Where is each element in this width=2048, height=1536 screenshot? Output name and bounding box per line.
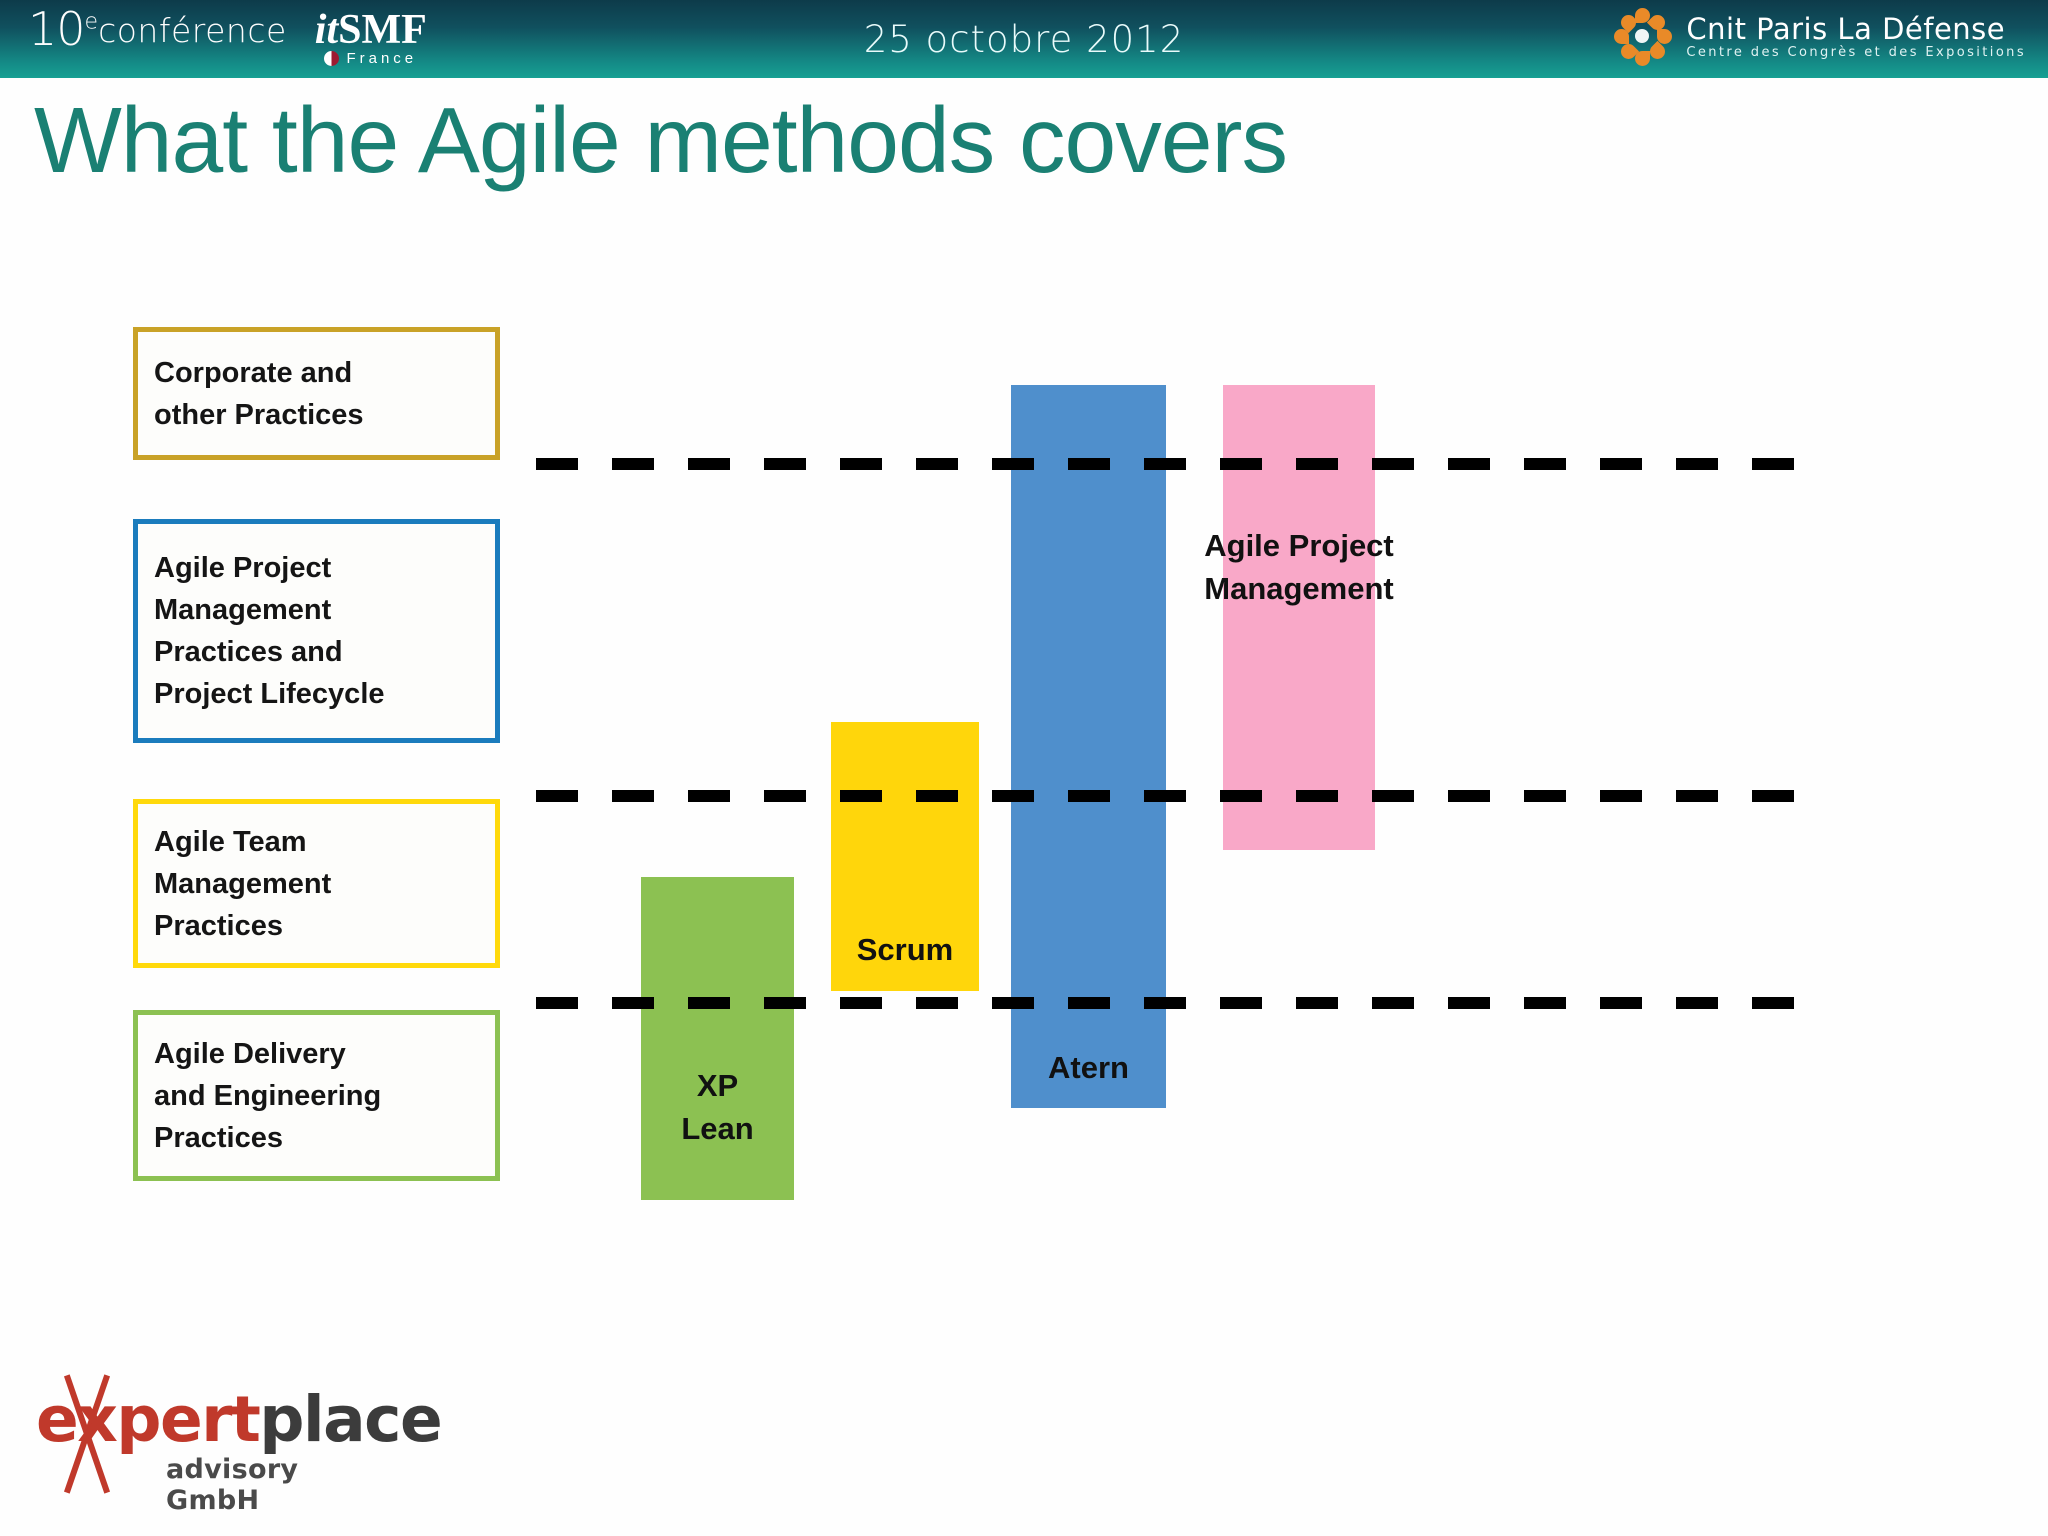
legend-box-agile-team-management: Agile Team Management Practices <box>133 799 500 968</box>
conference-ordinal: e <box>84 9 99 35</box>
slide-header-band: 10e conférence itSMF France 25 octobre 2… <box>0 0 2048 78</box>
itsmf-smf: SMF <box>338 7 427 53</box>
conference-number-value: 10 <box>28 2 86 56</box>
logo-part2: xpert <box>77 1383 261 1456</box>
legend-box-label: Corporate and other Practices <box>154 356 364 431</box>
legend-box-agile-project-management: Agile Project Management Practices and P… <box>133 519 500 743</box>
logo-wordmark: expertplace <box>36 1383 443 1456</box>
layer-divider-line-2 <box>536 790 1820 802</box>
itsmf-dot-icon <box>324 51 340 66</box>
bar-label: XP Lean <box>681 1068 754 1146</box>
venue-subtitle: Centre des Congrès et des Expositions <box>1686 45 2026 60</box>
bar-agile-project-management: Agile Project Management <box>1204 385 1394 850</box>
conference-number: 10e <box>28 6 99 52</box>
itsmf-country-label: France <box>346 50 418 67</box>
conference-branding: 10e conférence itSMF France <box>28 6 427 68</box>
legend-box-label: Agile Project Management Practices and P… <box>154 552 385 710</box>
legend-box-label: Agile Delivery and Engineering Practices <box>154 1037 382 1154</box>
itsmf-it: it <box>314 7 339 53</box>
layer-divider-line-3 <box>536 997 1820 1009</box>
cnit-flower-icon <box>1614 8 1673 66</box>
bar-xp-lean: XP Lean <box>641 877 794 1200</box>
legend-box-agile-delivery-engineering: Agile Delivery and Engineering Practices <box>133 1010 500 1181</box>
legend-box-label: Agile Team Management Practices <box>154 825 332 942</box>
itsmf-country-row: France <box>324 50 417 67</box>
page-title: What the Agile methods covers <box>34 88 1288 192</box>
logo-part1: e <box>36 1383 79 1456</box>
expertplace-logo: expertplace advisory GmbH <box>36 1374 443 1516</box>
bar-label: Scrum <box>856 932 954 967</box>
bar-label: Atern <box>1048 1050 1129 1085</box>
venue-name: Cnit Paris La Défense <box>1686 12 2006 46</box>
logo-subtitle: advisory GmbH <box>166 1454 299 1516</box>
venue-branding: Cnit Paris La Défense Centre des Congrès… <box>1614 8 2026 66</box>
logo-part3: place <box>259 1383 442 1456</box>
layer-divider-line-1 <box>536 458 1820 470</box>
bar-atern: Atern <box>1011 385 1166 1108</box>
bar-label: Agile Project Management <box>1204 528 1394 606</box>
bar-scrum: Scrum <box>831 722 979 991</box>
conference-word: conférence <box>98 11 287 50</box>
itsmf-logo: itSMF France <box>315 8 427 67</box>
venue-text: Cnit Paris La Défense Centre des Congrès… <box>1686 13 2026 61</box>
itsmf-wordmark: itSMF <box>315 8 427 52</box>
legend-box-corporate-practices: Corporate and other Practices <box>133 327 500 460</box>
